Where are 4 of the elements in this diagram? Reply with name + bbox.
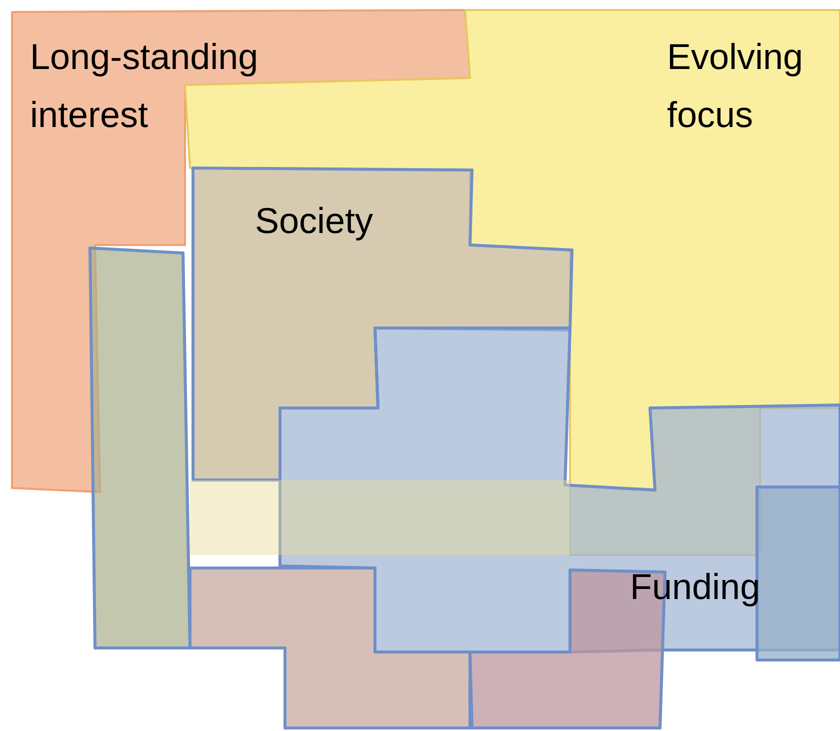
region-label: Society — [255, 199, 374, 243]
region-label: Long-standing interest — [30, 35, 260, 137]
region-label: Funding — [630, 565, 762, 609]
region-label: Evolving focus — [667, 35, 804, 137]
